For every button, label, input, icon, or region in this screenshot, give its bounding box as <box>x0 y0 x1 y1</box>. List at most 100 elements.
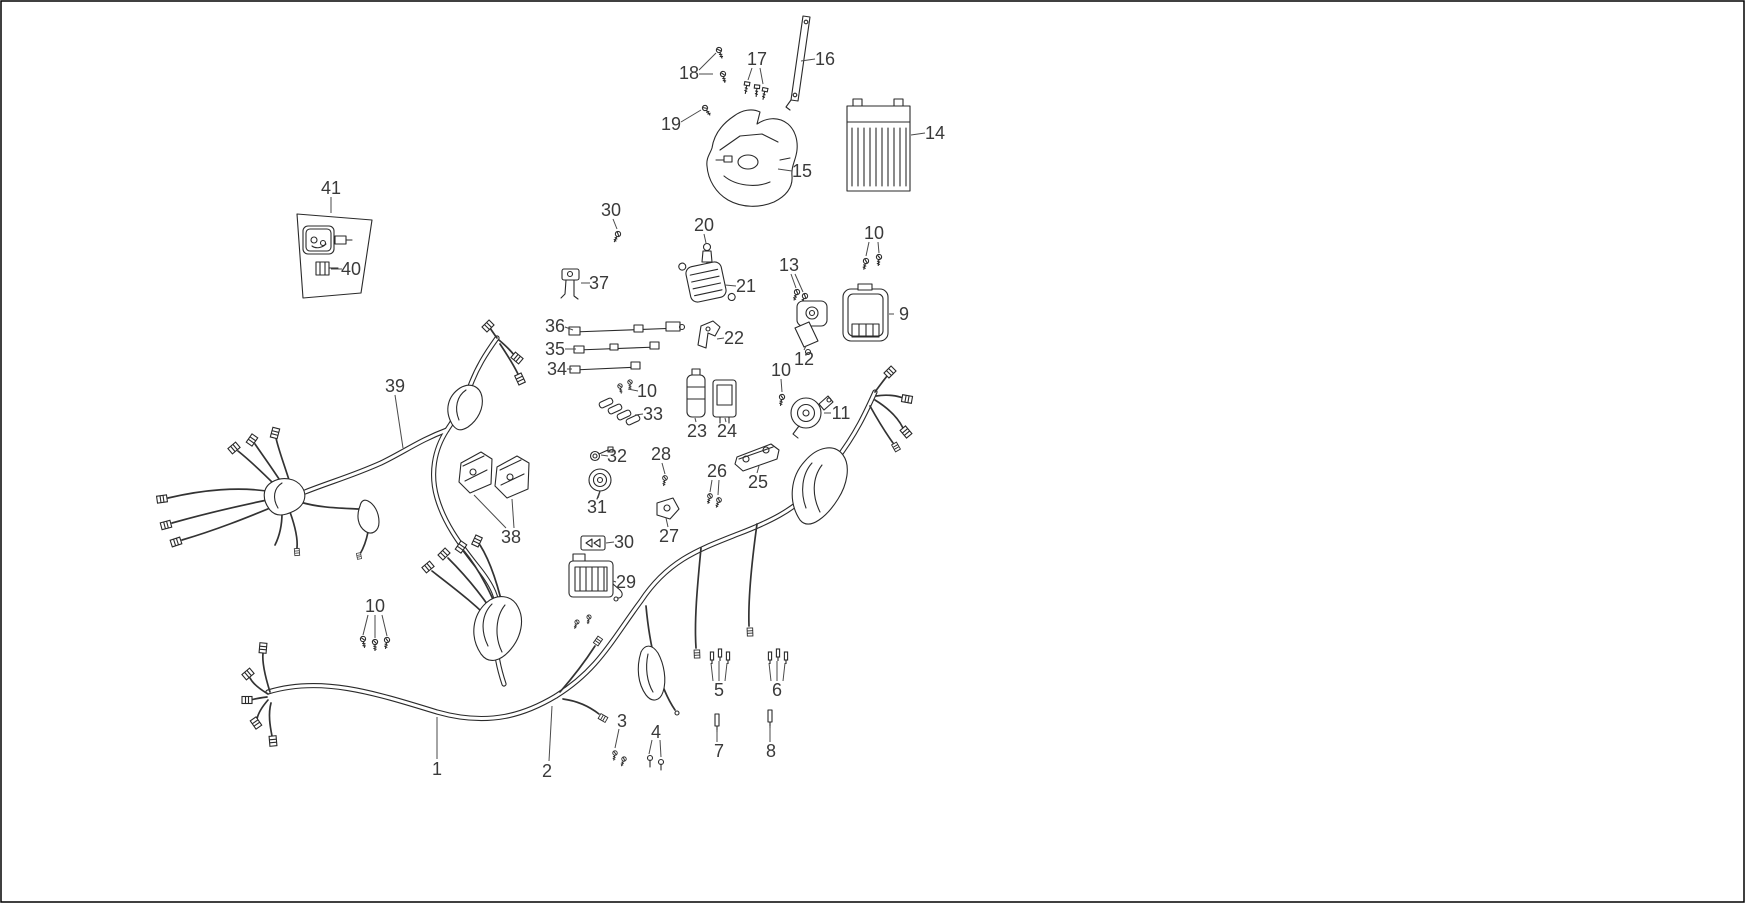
part-label-2: 2 <box>542 761 552 781</box>
rivets-4 <box>646 754 665 771</box>
part-label-31: 31 <box>587 497 607 517</box>
part-label-29: 29 <box>616 572 636 592</box>
leader-line-10b <box>627 388 639 392</box>
leader-line-5 <box>710 662 714 682</box>
part-label-34: 34 <box>547 359 567 379</box>
leader-line-10a <box>865 241 870 257</box>
screws-10-mid <box>616 379 633 395</box>
screws-3 <box>611 749 628 768</box>
part-label-10b: 10 <box>637 381 657 401</box>
part-label-25: 25 <box>748 472 768 492</box>
part-label-10c: 10 <box>771 360 791 380</box>
part-label-12: 12 <box>794 349 814 369</box>
bolts-17 <box>742 81 769 101</box>
leader-line-38 <box>511 498 515 529</box>
part-label-13: 13 <box>779 255 799 275</box>
brackets-38 <box>458 451 530 499</box>
terminal-pins-5 <box>709 648 731 665</box>
screw-28 <box>660 474 669 487</box>
screws-10-top-right <box>860 253 883 271</box>
leader-line-10d <box>381 614 388 637</box>
part-label-6: 6 <box>772 680 782 700</box>
leader-line-4 <box>648 739 653 755</box>
leader-line-28 <box>661 462 666 475</box>
leader-line-32 <box>600 454 609 457</box>
cdi-unit-9 <box>842 283 889 342</box>
part-label-32: 32 <box>607 446 627 466</box>
part-label-10a: 10 <box>864 223 884 243</box>
part-label-20: 20 <box>694 215 714 235</box>
leader-line-13 <box>790 273 797 289</box>
plate-27 <box>656 497 680 520</box>
terminal-pins-6 <box>767 648 789 665</box>
leader-line-26 <box>717 479 720 496</box>
leader-line-17 <box>759 67 764 85</box>
leader-line-2 <box>548 705 553 762</box>
screw-19 <box>700 103 713 118</box>
leader-line-39 <box>394 394 404 449</box>
part-label-33: 33 <box>643 404 663 424</box>
part-label-39: 39 <box>385 376 405 396</box>
screw-30-top <box>611 229 623 244</box>
leader-line-10d <box>362 614 369 636</box>
leader-line-21 <box>724 284 737 287</box>
part-label-11: 11 <box>832 403 851 423</box>
cable-36 <box>568 321 686 336</box>
bullet-connectors-33 <box>598 397 641 426</box>
part-label-27: 27 <box>659 526 679 546</box>
mount-plate-41 <box>296 213 373 299</box>
screws-18 <box>715 46 728 84</box>
part-label-40: 40 <box>341 259 361 279</box>
part-label-19: 19 <box>661 114 681 134</box>
leader-line-4 <box>659 739 662 758</box>
ignition-coil-12 <box>794 300 828 356</box>
part-label-8: 8 <box>766 741 776 761</box>
battery-strap-illustration <box>785 15 811 111</box>
leader-line-20 <box>703 233 707 244</box>
part-label-7: 7 <box>714 741 724 761</box>
leader-line-31 <box>597 491 601 499</box>
part-label-18: 18 <box>679 63 699 83</box>
screws-26 <box>705 492 723 509</box>
part-label-30a: 30 <box>601 200 621 220</box>
harness-sleeve-boots <box>263 384 848 701</box>
grommet-31 <box>588 468 612 500</box>
bracket-25 <box>734 443 780 472</box>
part-label-23: 23 <box>687 421 707 441</box>
leader-line-10c <box>780 378 783 393</box>
part-label-14: 14 <box>925 123 945 143</box>
regulator-21 <box>678 261 736 303</box>
leader-line-23 <box>694 417 697 423</box>
leader-line-38 <box>473 494 507 529</box>
battery-box-illustration <box>706 109 798 207</box>
leader-line-30b <box>605 541 615 544</box>
part-label-28: 28 <box>651 444 671 464</box>
switch-37 <box>560 268 580 300</box>
part-label-22: 22 <box>724 328 744 348</box>
leader-line-18 <box>698 52 717 71</box>
part-label-30b: 30 <box>614 532 634 552</box>
leader-line-29 <box>612 580 617 583</box>
leader-line-15 <box>777 168 793 172</box>
part-label-10d: 10 <box>365 596 385 616</box>
leader-line-5 <box>724 662 728 682</box>
bracket-22 <box>697 320 721 349</box>
part-label-4: 4 <box>651 722 661 742</box>
terminal-8 <box>767 709 773 729</box>
leader-line-25 <box>756 465 760 474</box>
leader-line-14 <box>910 132 926 136</box>
leader-line-36 <box>564 326 574 331</box>
leader-line-12 <box>803 345 807 351</box>
leader-line-6 <box>782 662 786 682</box>
rectifier-29 <box>568 553 623 602</box>
leader-line-27 <box>665 517 669 528</box>
part-label-16: 16 <box>815 49 835 69</box>
part-label-24: 24 <box>717 421 737 441</box>
part-label-17: 17 <box>747 49 767 69</box>
relay-24 <box>712 379 737 424</box>
part-label-37: 37 <box>589 273 609 293</box>
